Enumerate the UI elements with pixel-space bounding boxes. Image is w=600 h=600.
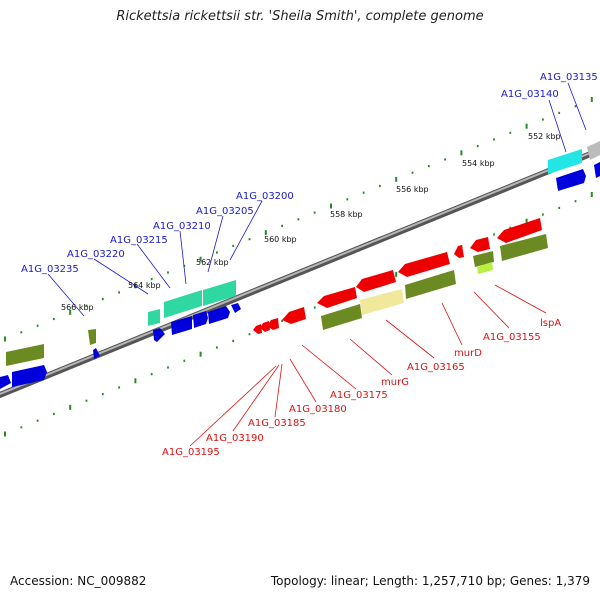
gene-red-arrow[interactable]: [398, 252, 450, 277]
gene-blue-arrow[interactable]: [0, 375, 11, 389]
gene-olive[interactable]: [500, 234, 548, 261]
gene-label[interactable]: A1G_03185: [248, 418, 306, 429]
gene-red-arrow[interactable]: [356, 270, 396, 292]
gene-blue-arrow[interactable]: [594, 162, 600, 178]
gene-olive[interactable]: [6, 344, 44, 366]
gene-teal-small[interactable]: [148, 309, 160, 326]
gene-label[interactable]: A1G_03220: [67, 249, 125, 260]
leader-lines-top: [47, 82, 587, 317]
reverse-genes: [253, 218, 548, 334]
gene-label[interactable]: A1G_03165: [407, 362, 465, 373]
tick-labels: 552 kbp 554 kbp 556 kbp 558 kbp 560 kbp …: [61, 132, 561, 312]
gene-blue-arrow[interactable]: [93, 348, 100, 359]
gene-red-arrow[interactable]: [470, 237, 490, 252]
gene-blue-arrow[interactable]: [231, 303, 241, 313]
gene-label[interactable]: murD: [454, 348, 482, 359]
tick-label-566: 566 kbp: [61, 303, 94, 312]
gene-red-arrow[interactable]: [497, 218, 542, 243]
tick-label-562: 562 kbp: [196, 258, 229, 267]
gene-label[interactable]: A1G_03140: [501, 89, 559, 100]
leader-lines-bottom: [189, 284, 547, 447]
tick-label-560: 560 kbp: [264, 235, 297, 244]
gene-yellow[interactable]: [360, 289, 404, 315]
forward-genes: [0, 141, 600, 389]
gene-olive[interactable]: [405, 270, 456, 299]
gene-olive[interactable]: [473, 251, 494, 267]
accession-text: Accession: NC_009882: [10, 574, 147, 588]
gene-teal[interactable]: [203, 280, 236, 306]
gene-red-arrow[interactable]: [454, 245, 464, 258]
gene-red-arrow[interactable]: [282, 307, 306, 324]
tick-label-556: 556 kbp: [396, 185, 429, 194]
gene-blue-arrow[interactable]: [208, 306, 230, 324]
gene-teal[interactable]: [164, 290, 202, 318]
gene-cyan[interactable]: [548, 149, 582, 174]
gene-label[interactable]: murG: [381, 377, 409, 388]
tick-label-558: 558 kbp: [330, 210, 363, 219]
gene-red-arrow[interactable]: [253, 324, 262, 334]
gene-blue-arrow[interactable]: [171, 316, 192, 335]
tick-label-552: 552 kbp: [528, 132, 561, 141]
tick-rulers: [4, 97, 593, 437]
gene-blue-arrow[interactable]: [193, 311, 208, 328]
gene-label[interactable]: A1G_03155: [483, 332, 541, 343]
tick-label-554: 554 kbp: [462, 159, 495, 168]
gene-blue-arrow[interactable]: [12, 365, 47, 387]
gene-labels-bottom: lspA A1G_03155 murD A1G_03165 murG A1G_0…: [162, 318, 561, 458]
gene-label[interactable]: A1G_03215: [110, 235, 168, 246]
gene-olive[interactable]: [321, 304, 362, 330]
gene-label[interactable]: A1G_03135: [540, 72, 598, 83]
gene-blue-arrow[interactable]: [556, 169, 586, 191]
genome-summary-text: Topology: linear; Length: 1,257,710 bp; …: [270, 574, 590, 588]
map-title: Rickettsia rickettsii str. 'Sheila Smith…: [116, 9, 484, 24]
gene-label[interactable]: A1G_03195: [162, 447, 220, 458]
gene-label[interactable]: A1G_03200: [236, 191, 294, 202]
backbone: [0, 146, 600, 399]
gene-label[interactable]: A1G_03210: [153, 221, 211, 232]
gene-labels-top: A1G_03135 A1G_03140 A1G_03200 A1G_03205 …: [21, 72, 598, 275]
gene-olive-small[interactable]: [88, 329, 96, 345]
gene-label[interactable]: A1G_03190: [206, 433, 264, 444]
gene-label[interactable]: A1G_03205: [196, 206, 254, 217]
gene-label[interactable]: A1G_03175: [330, 390, 388, 401]
gene-red-arrow[interactable]: [267, 318, 279, 330]
gene-label[interactable]: A1G_03180: [289, 404, 347, 415]
gene-label[interactable]: lspA: [540, 318, 561, 329]
gene-blue-arrow[interactable]: [153, 328, 165, 342]
gene-red-arrow[interactable]: [317, 287, 357, 308]
gene-gray[interactable]: [587, 141, 600, 160]
gene-label[interactable]: A1G_03235: [21, 264, 79, 275]
gene-lime[interactable]: [477, 262, 493, 274]
tick-label-564: 564 kbp: [128, 281, 161, 290]
gene-red-arrow[interactable]: [260, 321, 270, 332]
